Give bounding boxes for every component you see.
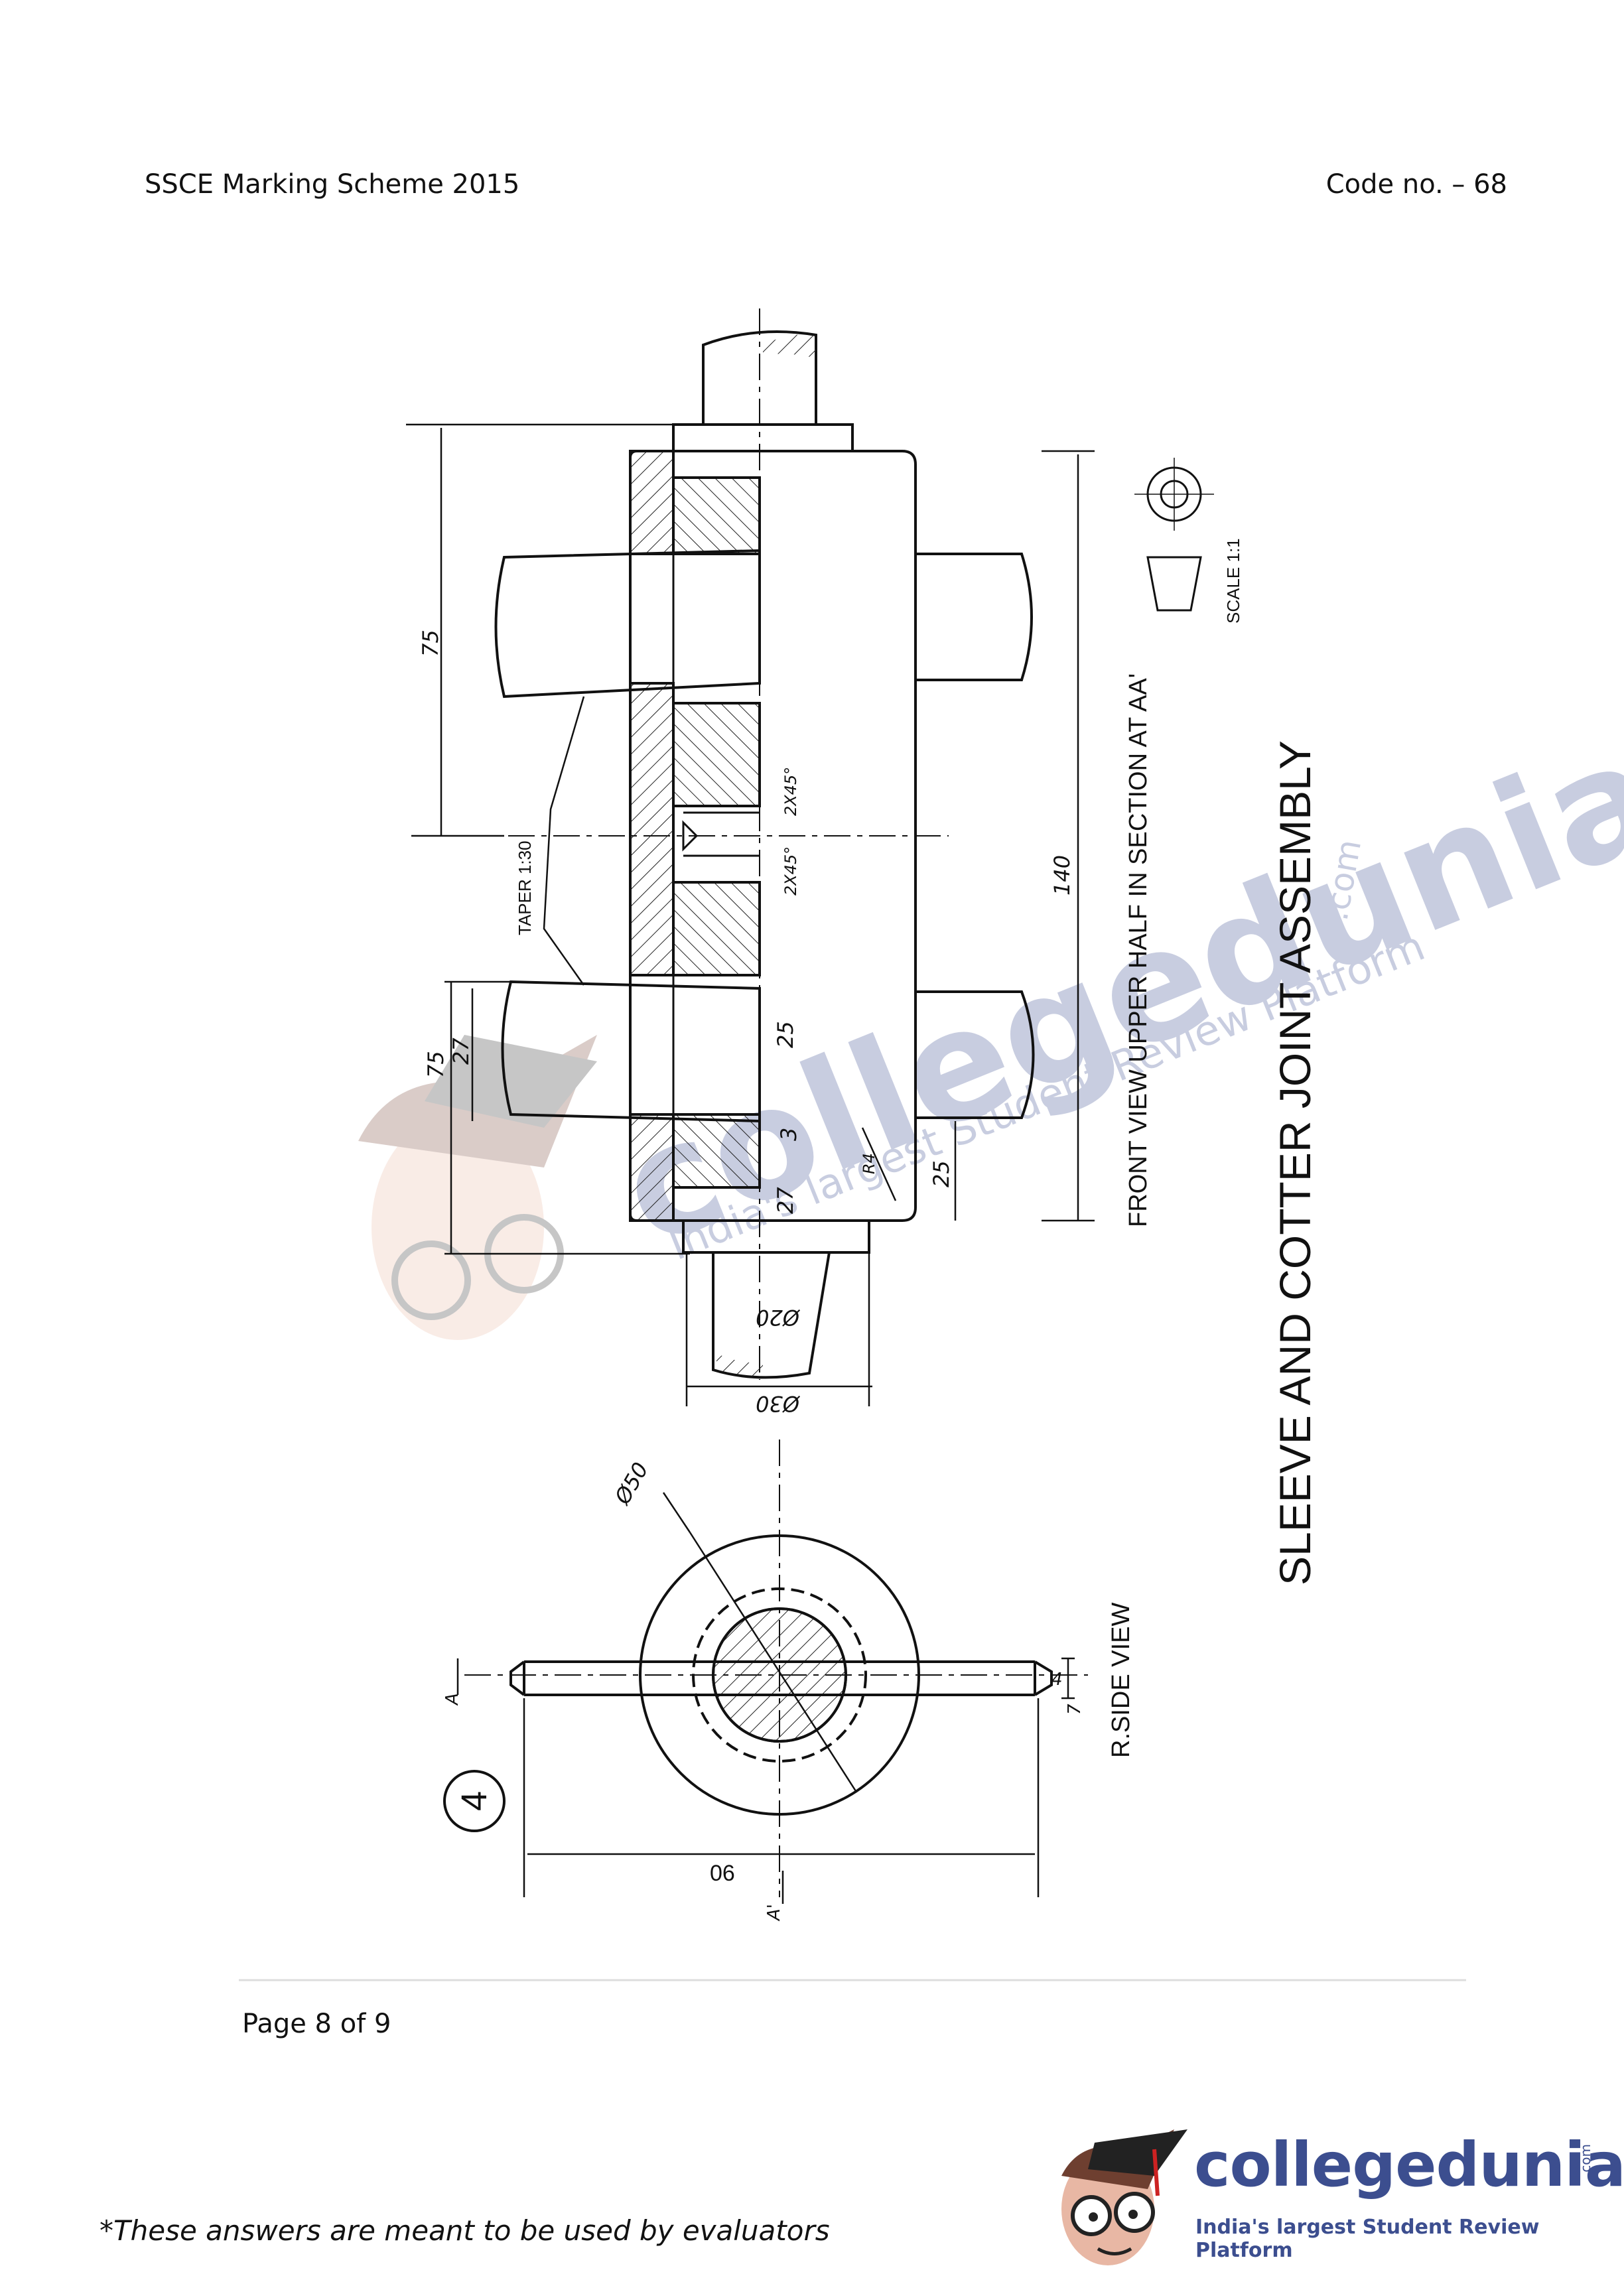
top-cotter-right <box>915 553 1033 681</box>
question-number-circle <box>443 1770 506 1832</box>
rod-section-bottom <box>672 1113 761 1189</box>
page-number: Page 8 of 9 <box>242 2009 391 2039</box>
dim-75-top: 75 <box>418 630 443 657</box>
logo-name: collegedunia <box>1194 2129 1624 2200</box>
collegedunia-logo: collegedunia .com India's largest Studen… <box>1042 2116 1624 2275</box>
dim-27-left: 27 <box>448 1038 474 1065</box>
rod-section-upper <box>672 702 761 807</box>
logo-com: .com <box>1578 2144 1593 2177</box>
dim-chamfer-1: 2X45° <box>781 767 800 816</box>
side-view <box>464 1439 1088 1897</box>
projection-symbol <box>1134 458 1214 612</box>
scale-label: SCALE 1:1 <box>1223 538 1243 624</box>
rod-section-lower <box>672 881 761 976</box>
drawing-title: SLEEVE AND COTTER JOINT ASSEMBLY <box>1270 740 1320 1585</box>
dim-dia20: Ø20 <box>756 1305 801 1330</box>
logo-tagline: India's largest Student Review Platform <box>1195 2216 1540 2262</box>
watermark: collegedunia .com India's largest Studen… <box>358 706 1624 1340</box>
sleeve-section-top <box>629 450 675 555</box>
side-view-caption: R.SIDE VIEW <box>1107 1603 1135 1758</box>
header-left: SSCE Marking Scheme 2015 <box>145 169 520 200</box>
dim-a-prime: A' <box>764 1904 784 1922</box>
dim-r4: R4 <box>860 1153 878 1174</box>
dim-chamfer-2: 2X45° <box>781 846 800 896</box>
logo-avatar <box>1061 2129 1187 2265</box>
side-dimensions <box>456 1492 1075 1904</box>
dim-27-lower: 27 <box>773 1187 798 1214</box>
rod-section-top <box>672 476 761 555</box>
dim-25-upper: 25 <box>773 1021 798 1048</box>
bottom-rod <box>712 1252 831 1379</box>
dim-3: 3 <box>776 1128 801 1141</box>
dim-4: 4 <box>1051 1670 1063 1690</box>
dim-dia50: Ø50 <box>609 1458 653 1510</box>
bottom-cotter <box>501 980 761 1123</box>
side-sleeve-bore <box>692 1587 867 1763</box>
sleeve-section-middle <box>629 682 675 976</box>
watermark-avatar <box>358 1035 597 1340</box>
question-number: 4 <box>454 1791 494 1811</box>
dim-7: 7 <box>1065 1704 1085 1715</box>
dim-140: 140 <box>1049 855 1075 896</box>
header-right: Code no. – 68 <box>1325 169 1507 200</box>
side-sleeve-outer <box>639 1534 920 1816</box>
front-view-caption: FRONT VIEW UPPER HALF IN SECTION AT AA' <box>1124 673 1152 1227</box>
front-dimensions <box>406 423 1095 1406</box>
taper-label: TAPER 1:30 <box>515 840 535 935</box>
dim-90: 06 <box>710 1861 735 1886</box>
top-cotter <box>494 549 761 699</box>
sleeve-section-bottom <box>629 1113 675 1222</box>
top-rod <box>702 330 817 426</box>
bottom-cotter-right <box>915 990 1035 1119</box>
dim-dia30: Ø30 <box>756 1391 801 1416</box>
top-rod-collar <box>672 423 854 452</box>
dim-a: A <box>442 1693 462 1706</box>
dim-75-bottom: 75 <box>423 1051 448 1078</box>
front-view <box>418 308 1035 1380</box>
dim-25-lower: 25 <box>929 1160 954 1187</box>
bottom-rod-collar <box>682 1219 870 1254</box>
footer-note: *These answers are meant to be used by e… <box>100 2214 830 2247</box>
